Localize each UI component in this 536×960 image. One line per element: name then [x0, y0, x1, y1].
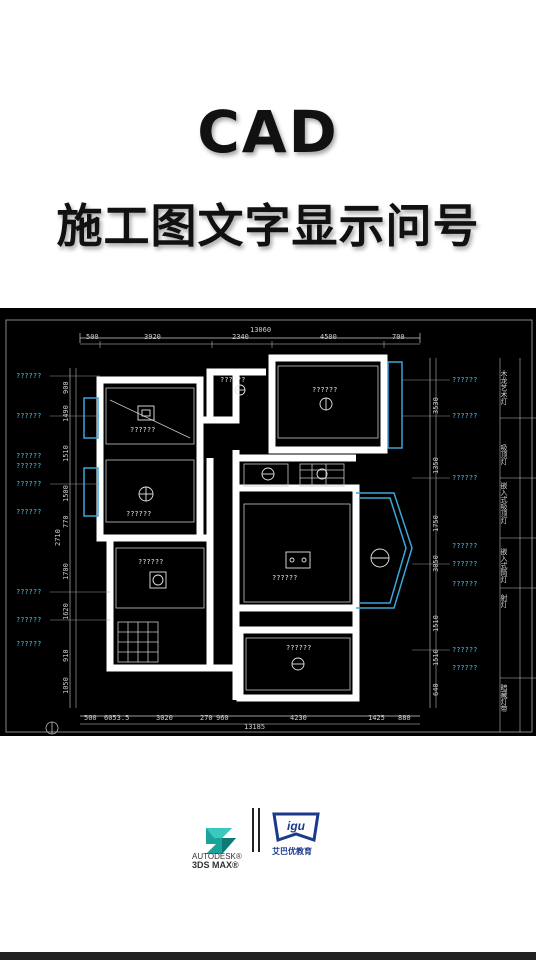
dim-right-3: 3050: [432, 555, 440, 572]
dim-bottom-5: 4230: [290, 714, 307, 722]
left-legend-labels: ?????? ?????? ?????? ?????? ?????? ?????…: [16, 372, 41, 648]
legend-text-2: 嵌入式吸顶灯: [500, 482, 508, 525]
right-label-8: ??????: [452, 664, 477, 672]
dim-left-5: 2710: [54, 529, 62, 546]
dim-top-3: 4500: [320, 333, 337, 341]
3ds-max-label: 3DS MAX®: [192, 860, 239, 870]
footer-area: [0, 736, 536, 960]
legend-text-5: 暗藏灯带: [500, 683, 508, 713]
cad-drawing-viewport[interactable]: 13060 500 3920 2340 4500 700 500 6053.5 …: [0, 308, 536, 736]
right-label-6: ??????: [452, 580, 477, 588]
3ds-max-logo-icon: [206, 828, 236, 854]
bottom-dimension: 500 6053.5 3020 270 960 4230 1425 880 13…: [80, 714, 420, 731]
dim-left-6: 1700: [62, 563, 70, 580]
left-label-7: ??????: [16, 588, 41, 596]
logo-divider: [252, 808, 260, 852]
room-label-7: ??????: [286, 644, 311, 652]
igu-mark-text: igu: [287, 819, 306, 833]
dim-total-bottom: 13185: [244, 723, 265, 731]
left-label-1: ??????: [16, 372, 41, 380]
dim-total-top: 13060: [250, 326, 271, 334]
room-label-5: ??????: [312, 386, 337, 394]
page-subtitle: 施工图文字显示问号: [56, 199, 480, 253]
bottom-bar: [0, 952, 536, 960]
left-label-8: ??????: [16, 616, 41, 624]
right-label-1: ??????: [452, 376, 477, 384]
room-label-1: ??????: [130, 426, 155, 434]
brand-name-text: 艾巴优教育: [272, 847, 312, 856]
right-label-4: ??????: [452, 542, 477, 550]
3ds-max-logo-text: AUTODESK® 3DS MAX®: [192, 852, 242, 870]
dim-right-2: 1750: [432, 515, 440, 532]
dim-bottom-2: 3020: [156, 714, 173, 722]
light-fixtures: [137, 384, 390, 671]
right-label-7: ??????: [452, 646, 477, 654]
question-labels: ?????? ?????? ?????? ?????? ?????? ?????…: [126, 376, 337, 652]
room-label-4: ??????: [220, 376, 245, 384]
dim-left-4: 770: [62, 515, 70, 528]
left-label-2: ??????: [16, 412, 41, 420]
dim-top-1: 3920: [144, 333, 161, 341]
dim-bottom-1: 6053.5: [104, 714, 129, 722]
dim-left-9: 1050: [62, 677, 70, 694]
legend-text-1: 吸顶灯: [500, 444, 508, 466]
dim-left-7: 1620: [62, 603, 70, 620]
room-label-6: ??????: [272, 574, 297, 582]
drawing-frame: [5, 319, 533, 733]
autodesk-label: AUTODESK®: [192, 852, 242, 861]
legend-table: [499, 358, 536, 732]
right-dimension: 3530 1350 1750 3050 1510 1510 640: [429, 358, 440, 708]
page-title: CAD: [197, 98, 339, 166]
dim-right-5: 1510: [432, 649, 440, 666]
right-label-2: ??????: [452, 412, 477, 420]
dim-left-0: 900: [62, 381, 70, 394]
floor-plan-svg: 13060 500 3920 2340 4500 700 500 6053.5 …: [5, 319, 536, 735]
left-dimension: 900 1490 1510 1500 770 2710 1700 1620 91…: [54, 368, 77, 708]
left-label-3: ??????: [16, 452, 41, 460]
dim-left-2: 1510: [62, 445, 70, 462]
dim-bottom-0: 500: [84, 714, 97, 722]
left-label-4: ??????: [16, 462, 41, 470]
right-label-3: ??????: [452, 474, 477, 482]
dim-left-3: 1500: [62, 485, 70, 502]
dim-right-4: 1510: [432, 615, 440, 632]
dim-bottom-6: 1425: [368, 714, 385, 722]
legend-text-3: 嵌入式筒灯: [500, 548, 508, 584]
dim-right-1: 1350: [432, 457, 440, 474]
left-label-9: ??????: [16, 640, 41, 648]
room-label-3: ??????: [138, 558, 163, 566]
walls: [96, 354, 388, 702]
dim-left-1: 1490: [62, 405, 70, 422]
left-label-5: ??????: [16, 480, 41, 488]
dim-right-6: 640: [432, 683, 440, 696]
room-details: [105, 365, 379, 691]
leader-lines: [50, 375, 450, 651]
dim-top-4: 700: [392, 333, 405, 341]
north-arrow-icon: [45, 721, 59, 735]
legend-table-text: 木龙艺术灯 吸顶灯 嵌入式吸顶灯 嵌入式筒灯 射灯 暗藏灯带: [500, 369, 508, 713]
bay-windows: [83, 361, 413, 609]
legend-text-0: 木龙艺术灯: [500, 369, 508, 406]
legend-text-4: 射灯: [500, 593, 508, 609]
right-legend-labels: ?????? ?????? ?????? ?????? ?????? ?????…: [452, 376, 477, 672]
top-dimension: 13060 500 3920 2340 4500 700: [79, 326, 421, 348]
dim-right-0: 3530: [432, 397, 440, 414]
room-label-2: ??????: [126, 510, 151, 518]
dim-top-2: 2340: [232, 333, 249, 341]
header-area: CAD 施工图文字显示问号: [0, 0, 536, 308]
igu-brand-logo-icon: igu: [272, 812, 320, 842]
dim-top-0: 500: [86, 333, 99, 341]
right-label-5: ??????: [452, 560, 477, 568]
dim-bottom-7: 880: [398, 714, 411, 722]
left-label-6: ??????: [16, 508, 41, 516]
dim-bottom-4: 960: [216, 714, 229, 722]
dim-bottom-3: 270: [200, 714, 213, 722]
dim-left-8: 910: [62, 649, 70, 662]
